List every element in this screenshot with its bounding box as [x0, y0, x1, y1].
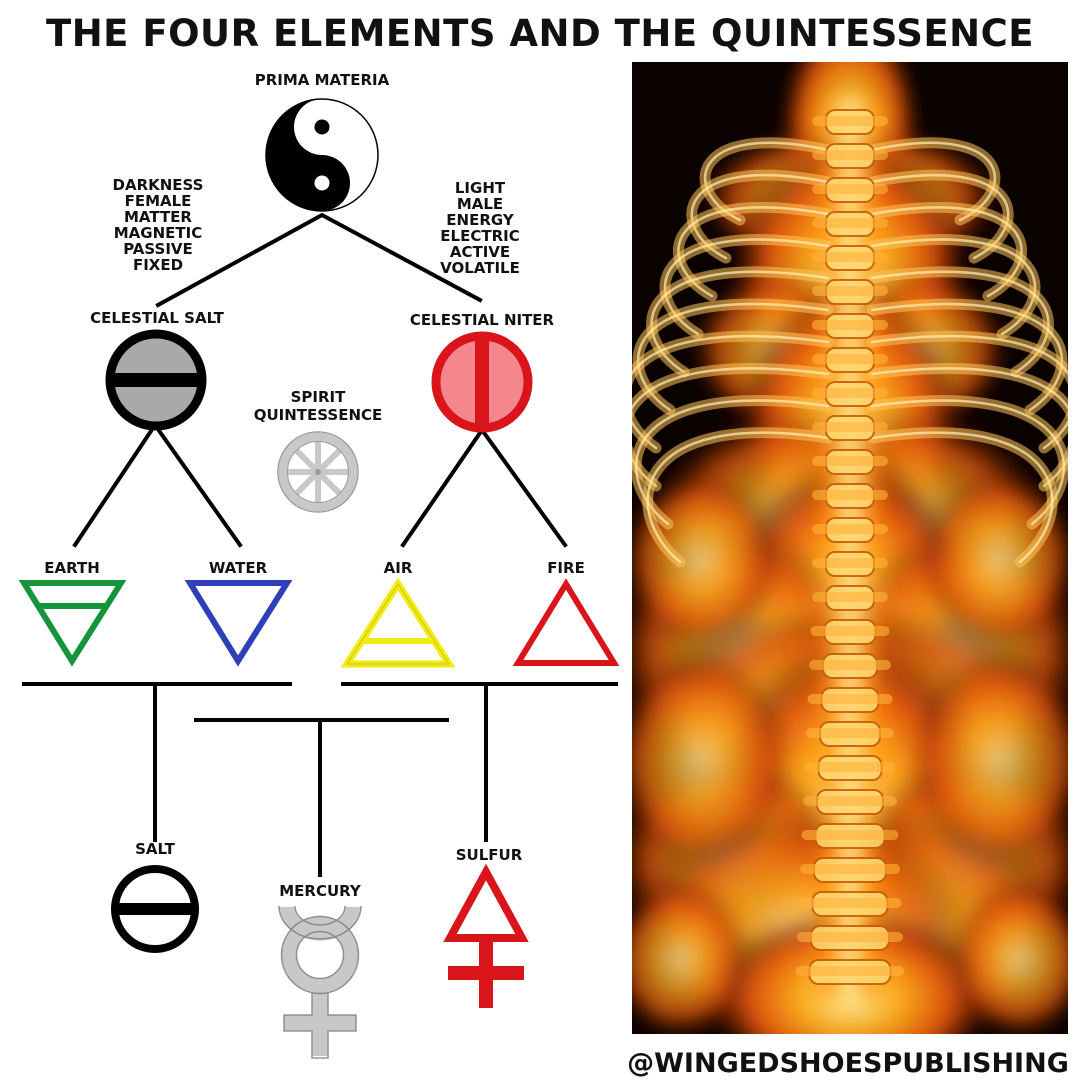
- spirit-wheel-spoke: [291, 469, 321, 499]
- mercury-symbol-icon: [279, 906, 361, 1056]
- right-quality-item: LIGHT: [455, 179, 506, 197]
- spirit-wheel-spoke: [315, 445, 345, 475]
- spirit-wheel-spoke: [315, 469, 345, 499]
- vertebra-process: [812, 524, 888, 534]
- left-quality-item: FIXED: [133, 256, 183, 274]
- publisher-handle: @WINGEDSHOESPUBLISHING: [627, 1048, 1069, 1079]
- vertebra-process: [806, 728, 894, 738]
- vertebra-process: [812, 320, 888, 330]
- vertebra-process: [797, 932, 903, 942]
- quintessence-label: QUINTESSENCE: [254, 406, 383, 424]
- salt-label: SALT: [135, 840, 175, 858]
- vertebra-process: [812, 490, 888, 500]
- salt-symbol-icon: [111, 865, 199, 953]
- spirit-wheel-spoke: [291, 445, 321, 475]
- mercury-symbol-outline: [278, 905, 362, 1059]
- vertebra-process: [812, 150, 888, 160]
- vertebra-process: [812, 558, 888, 568]
- air-label: AIR: [384, 559, 413, 577]
- vertebra-process: [809, 660, 891, 670]
- prima-branch-line: [155, 212, 483, 308]
- vertebra-process: [812, 116, 888, 126]
- celestial-salt-label: CELESTIAL SALT: [90, 309, 225, 327]
- vertebra-process: [804, 762, 896, 772]
- vertebra-process: [812, 388, 888, 398]
- rib-highlight: [646, 431, 830, 564]
- fire-label: FIRE: [547, 559, 585, 577]
- vertebra-process: [812, 286, 888, 296]
- vertebra-process: [800, 864, 900, 874]
- left-quality-item: MATTER: [124, 208, 192, 226]
- vertebra-process: [812, 184, 888, 194]
- vertebra-process: [798, 898, 902, 908]
- celestial-niter-icon: [431, 331, 533, 433]
- page-title: THE FOUR ELEMENTS AND THE QUINTESSENCE: [46, 12, 1034, 55]
- sulfur-symbol-icon: [443, 863, 529, 1008]
- flame-blob: [910, 650, 1068, 870]
- rib-highlight: [870, 335, 1068, 450]
- flame-blob: [920, 470, 1068, 650]
- air-symbol-icon: [340, 577, 456, 668]
- right-quality-item: ELECTRIC: [440, 227, 519, 245]
- prima-materia-label: PRIMA MATERIA: [255, 71, 390, 89]
- vertebra-process: [812, 592, 888, 602]
- vertebra-process: [812, 422, 888, 432]
- flame-blob: [950, 880, 1068, 1034]
- flame-blob: [632, 880, 750, 1034]
- right-quality-item: ACTIVE: [450, 243, 510, 261]
- celestial-salt-icon: [105, 329, 207, 431]
- mercury-principle: MERCURY: [278, 882, 362, 1059]
- celestial-niter-label: CELESTIAL NITER: [410, 311, 555, 329]
- right-quality-item: ENERGY: [446, 211, 515, 229]
- vertebra-process: [812, 218, 888, 228]
- vertebra-process: [812, 252, 888, 262]
- left-quality-item: PASSIVE: [123, 240, 193, 258]
- earth-symbol-icon: [18, 580, 127, 667]
- vertebra-process: [812, 456, 888, 466]
- left-quality-item: MAGNETIC: [114, 224, 202, 242]
- left-quality-item: FEMALE: [125, 192, 192, 210]
- left-quality-item: DARKNESS: [113, 176, 204, 194]
- vertebra-process: [810, 626, 890, 636]
- right-quality-item: VOLATILE: [440, 259, 520, 277]
- vertebra-process: [812, 354, 888, 364]
- water-symbol-icon: [184, 580, 293, 667]
- salt-principle: SALT: [111, 840, 199, 953]
- right-qualities-list: LIGHT MALE ENERGY ELECTRIC ACTIVE VOLATI…: [440, 179, 520, 277]
- water-element: WATER: [184, 559, 293, 667]
- spirit-wheel-icon: [277, 431, 359, 513]
- vertebra-process: [801, 830, 899, 840]
- left-qualities-list: DARKNESS FEMALE MATTER MAGNETIC PASSIVE …: [113, 176, 204, 274]
- sulfur-principle: SULFUR: [443, 846, 529, 1008]
- earth-label: EARTH: [44, 559, 100, 577]
- vertebra-process: [807, 694, 893, 704]
- flame-blob: [632, 470, 780, 650]
- spirit-label: SPIRIT: [291, 388, 347, 406]
- mercury-label: MERCURY: [279, 882, 362, 900]
- right-quality-item: MALE: [457, 195, 503, 213]
- vertebra-process: [795, 966, 905, 976]
- fire-symbol-icon: [512, 578, 620, 666]
- salt-branch-line: [72, 421, 243, 548]
- air-element: AIR: [340, 559, 456, 668]
- yin-yang-icon: [265, 98, 379, 212]
- earth-element: EARTH: [18, 559, 127, 667]
- vertebra-process: [803, 796, 897, 806]
- fire-element: FIRE: [512, 559, 620, 666]
- flame-blob: [632, 650, 790, 870]
- sulfur-label: SULFUR: [456, 846, 523, 864]
- niter-branch-line: [400, 426, 568, 548]
- rib-highlight: [870, 431, 1054, 564]
- flaming-skeleton-image: [632, 62, 1068, 1034]
- rib-highlight: [632, 335, 830, 450]
- water-label: WATER: [209, 559, 268, 577]
